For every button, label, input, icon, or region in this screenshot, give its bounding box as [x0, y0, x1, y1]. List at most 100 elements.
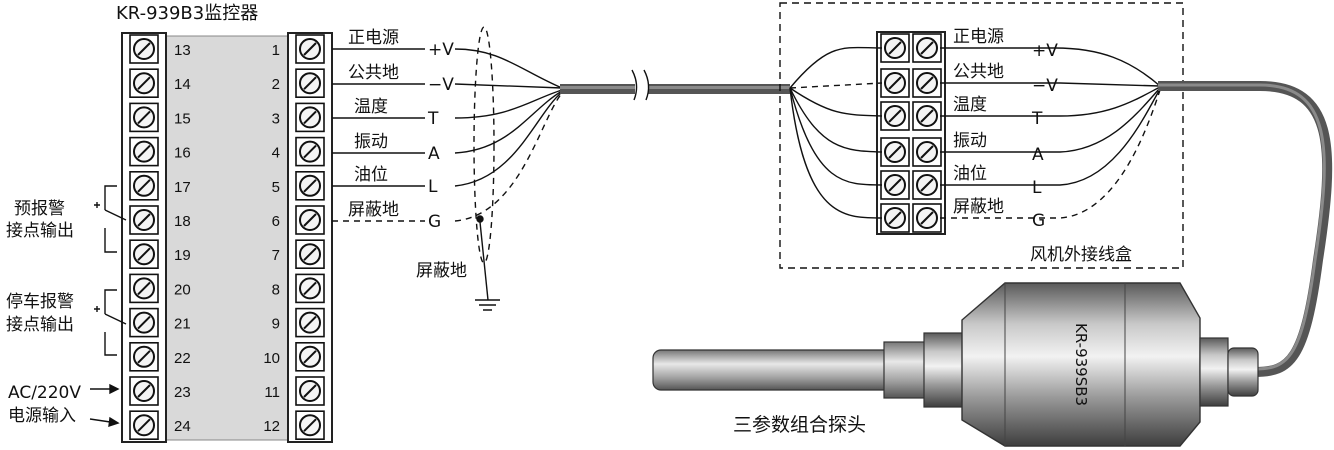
- junction-screw-left-5: [880, 170, 910, 200]
- prealarm-group: [94, 185, 127, 253]
- monitor-signal-name: 正电源: [348, 28, 399, 48]
- terminal-number-22: 22: [174, 350, 191, 367]
- junction-signal-code: G: [1032, 211, 1045, 231]
- terminal-screw-9: [295, 307, 325, 338]
- terminal-number-12: 12: [263, 418, 280, 435]
- monitor-signal-name: 屏蔽地: [348, 200, 399, 220]
- terminal-number-19: 19: [174, 247, 191, 264]
- terminal-screw-7: [295, 239, 325, 269]
- monitor-signal-code: T: [427, 109, 439, 129]
- prealarm-label-line1: 预报警: [14, 199, 65, 219]
- junction-screw-left-3: [880, 101, 910, 131]
- main-cable: [560, 69, 790, 101]
- stop-alarm-label-line2: 接点输出: [6, 315, 74, 335]
- terminal-screw-3: [295, 102, 325, 133]
- power-label-line1: AC/220V: [8, 383, 81, 403]
- monitor-signal-code: −V: [428, 75, 454, 95]
- terminal-screw-20: [129, 273, 159, 304]
- junction-signal-name: 油位: [953, 164, 987, 184]
- monitor-signal-code: L: [428, 177, 438, 197]
- monitor-signal-code: A: [428, 144, 440, 164]
- monitor-body: [159, 35, 295, 441]
- terminal-screw-19: [129, 239, 159, 269]
- monitor-title: KR-939B3监控器: [116, 3, 258, 24]
- junction-signal-name: 温度: [953, 95, 987, 115]
- junction-signal-name: 屏蔽地: [953, 197, 1004, 217]
- terminal-number-6: 6: [272, 213, 280, 230]
- terminal-screw-13: [129, 34, 159, 64]
- probe: KR-939SB3: [652, 282, 1259, 447]
- probe-label: 三参数组合探头: [733, 414, 866, 436]
- monitor-signal-code: +V: [428, 40, 454, 60]
- terminal-number-4: 4: [272, 145, 280, 162]
- probe-model: KR-939SB3: [1072, 323, 1090, 406]
- junction-signal-name: 公共地: [953, 62, 1004, 82]
- left-terminal-strip: [121, 32, 167, 443]
- junction-screw-left-1: [880, 33, 910, 63]
- terminal-number-1: 1: [272, 42, 280, 59]
- junction-screw-right-4: [912, 137, 942, 167]
- right-terminal-strip: [287, 32, 333, 443]
- terminal-number-2: 2: [272, 76, 280, 93]
- terminal-number-23: 23: [174, 384, 191, 401]
- probe-rod: [652, 349, 894, 391]
- terminal-screw-4: [295, 136, 325, 167]
- stop-alarm-group: [94, 289, 127, 356]
- junction-terminal-block: [876, 31, 946, 235]
- junction-screw-right-6: [912, 203, 942, 233]
- terminal-number-9: 9: [272, 316, 280, 333]
- terminal-screw-2: [295, 68, 325, 98]
- junction-screw-right-2: [912, 68, 942, 98]
- terminal-number-24: 24: [174, 418, 191, 435]
- terminal-screw-24: [129, 410, 159, 441]
- terminal-screw-18: [129, 205, 159, 235]
- terminal-number-16: 16: [174, 145, 191, 162]
- terminal-number-18: 18: [174, 213, 191, 230]
- junction-signal-code: −V: [1032, 76, 1058, 96]
- terminal-number-5: 5: [272, 179, 280, 196]
- terminal-screw-17: [129, 171, 159, 201]
- terminal-number-20: 20: [174, 281, 191, 298]
- terminal-screw-10: [295, 341, 325, 372]
- junction-screw-right-3: [912, 101, 942, 131]
- power-arrows: [89, 383, 120, 428]
- monitor-signal-wires: [332, 48, 425, 222]
- junction-signal-code: +V: [1032, 41, 1058, 61]
- shield-ground: [473, 26, 500, 311]
- terminal-number-10: 10: [263, 350, 280, 367]
- junction-screw-left-2: [880, 68, 910, 98]
- terminal-screw-5: [295, 171, 325, 201]
- terminal-screw-1: [295, 34, 325, 64]
- monitor-signal-name: 公共地: [348, 63, 399, 83]
- junction-screw-left-6: [880, 203, 910, 233]
- terminal-number-8: 8: [272, 281, 280, 298]
- junction-wires-left: [789, 46, 883, 219]
- terminal-screw-15: [129, 102, 159, 133]
- terminal-number-21: 21: [174, 316, 191, 333]
- monitor-signal-name: 油位: [354, 165, 388, 185]
- junction-box-label: 风机外接线盒: [1030, 245, 1132, 265]
- terminal-screw-22: [129, 341, 159, 372]
- terminal-number-15: 15: [174, 110, 191, 127]
- junction-screw-right-1: [912, 33, 942, 63]
- terminal-screw-14: [129, 68, 159, 98]
- junction-screws: [880, 33, 942, 233]
- terminal-screw-6: [295, 205, 325, 235]
- junction-screw-right-5: [912, 170, 942, 200]
- junction-box-outline: [779, 2, 1184, 269]
- probe-body: [961, 282, 1201, 447]
- junction-screw-left-4: [880, 137, 910, 167]
- junction-signal-code: L: [1032, 178, 1042, 198]
- monitor-signal-name: 温度: [354, 97, 388, 117]
- junction-signal-name: 正电源: [953, 27, 1004, 47]
- terminal-screw-21: [129, 307, 159, 338]
- terminal-screw-23: [129, 376, 159, 406]
- converging-wires-left: [454, 48, 563, 222]
- terminal-number-13: 13: [174, 42, 191, 59]
- terminal-screw-11: [295, 376, 325, 406]
